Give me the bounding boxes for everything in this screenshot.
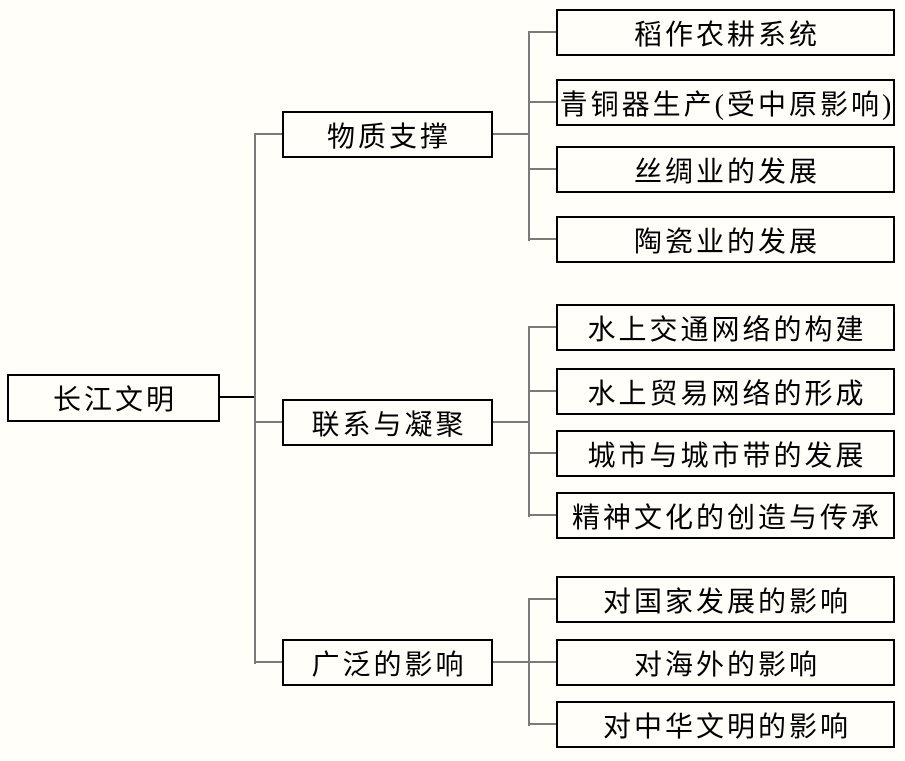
node-leaf-bronze-production: 青铜器生产(受中原影响) (556, 79, 895, 126)
node-leaf-rice-farming-system: 稻作农耕系统 (556, 9, 895, 56)
connector-leaf-3-3 (528, 723, 556, 725)
connector-branch1-right (493, 133, 528, 135)
connector-group2-vertical (528, 326, 530, 517)
connector-leaf-1-3 (528, 168, 556, 170)
connector-group1-vertical (528, 31, 530, 241)
connector-leaf-2-3 (528, 452, 556, 454)
connector-leaf-2-1 (528, 326, 556, 328)
connector-branch2-right (493, 421, 528, 423)
node-leaf-silk-industry: 丝绸业的发展 (556, 146, 895, 193)
node-leaf-national-development-impact: 对国家发展的影响 (556, 576, 895, 623)
node-leaf-spiritual-culture: 精神文化的创造与传承 (556, 492, 895, 539)
connector-leaf-3-1 (528, 598, 556, 600)
node-leaf-chinese-civilization-impact: 对中华文明的影响 (556, 701, 895, 748)
connector-trunk-vertical (254, 133, 256, 664)
node-root: 长江文明 (7, 374, 220, 422)
node-leaf-water-transport-network: 水上交通网络的构建 (556, 304, 895, 351)
connector-leaf-2-4 (528, 514, 556, 516)
connector-branch3-left (254, 661, 282, 663)
node-leaf-city-belt-development: 城市与城市带的发展 (556, 430, 895, 477)
connector-root-horizontal (220, 396, 256, 398)
connector-leaf-1-2 (528, 101, 556, 103)
connector-branch3-right (493, 661, 528, 663)
connector-branch2-left (254, 421, 282, 423)
connector-leaf-1-1 (528, 31, 556, 33)
connector-leaf-1-4 (528, 238, 556, 240)
node-leaf-ceramics-industry: 陶瓷业的发展 (556, 216, 895, 263)
node-leaf-water-trade-network: 水上贸易网络的形成 (556, 368, 895, 415)
connector-branch1-left (254, 133, 282, 135)
node-branch-broad-influence: 广泛的影响 (282, 639, 493, 686)
node-branch-connection-cohesion: 联系与凝聚 (282, 399, 493, 446)
node-branch-material-support: 物质支撑 (282, 111, 493, 158)
connector-leaf-3-2 (528, 661, 556, 663)
node-leaf-overseas-impact: 对海外的影响 (556, 639, 895, 686)
connector-leaf-2-2 (528, 390, 556, 392)
